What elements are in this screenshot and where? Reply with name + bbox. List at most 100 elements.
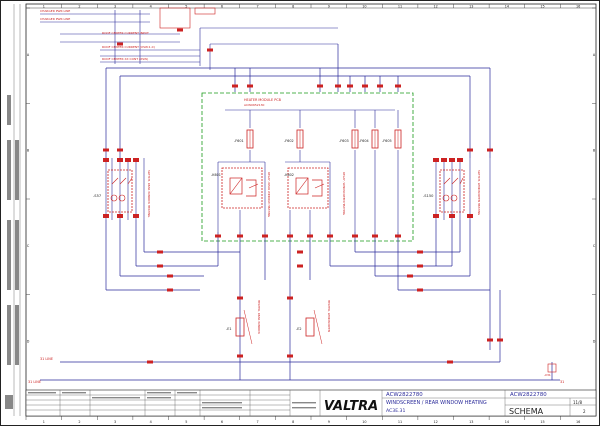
column-number-bottom: 6: [221, 420, 223, 424]
column-number-top: 15: [540, 5, 544, 9]
fuses: -F601 -F602 -F603-F604 -F605: [234, 129, 402, 149]
doc-number: ACW2822780: [386, 392, 423, 398]
lower-distribution-wires: [40, 220, 560, 381]
column-number-top: 13: [469, 5, 473, 9]
row-letter-right: A: [593, 53, 596, 57]
svg-text:-X31: -X31: [544, 373, 551, 377]
relay-k602-caption: RELAY, WINDSCREEN HEATING: [342, 172, 346, 215]
column-number-top: 5: [185, 5, 187, 9]
pin-marker: [237, 296, 243, 300]
column-number-bottom: 15: [540, 420, 544, 424]
valtra-logo: VALTRA: [324, 399, 378, 414]
heater-module-box: [201, 92, 414, 242]
pin-marker: [317, 84, 323, 88]
column-number-bottom: 5: [185, 420, 187, 424]
heater-e2-label: -E2: [296, 327, 302, 331]
doc-title: WINDSCREEN / REAR WINDOW HEATING: [386, 400, 487, 406]
connector-pin-markers: [103, 28, 503, 364]
column-number-bottom: 4: [150, 420, 152, 424]
pin-marker: [362, 84, 368, 88]
fuse-f604: -F604: [359, 129, 379, 149]
pin-marker: [407, 274, 413, 278]
column-number-bottom: 7: [256, 420, 258, 424]
column-number-bottom: 13: [469, 420, 473, 424]
row-letter-left: A: [27, 53, 30, 57]
fuse-label: -F605: [382, 139, 392, 143]
switch-s57-label: -S57: [93, 194, 101, 198]
column-number-bottom: 12: [434, 420, 438, 424]
column-number-top: 2: [78, 5, 80, 9]
heater-e1: -E1 HEATER, REAR WINDOW: [226, 300, 261, 345]
fuse-f603: -F603: [339, 129, 359, 149]
switch-s150: -S150 SWITCH, WINDSCREEN HEATING: [423, 158, 491, 220]
column-number-top: 7: [256, 5, 258, 9]
pin-marker: [287, 296, 293, 300]
heater-e2: -E2 HEATER, WINDSCREEN: [296, 300, 331, 345]
heater-module-title: HEATER MODULE PCB: [244, 98, 282, 102]
fuse-label: -F604: [359, 139, 369, 143]
top-left-label-4: ROOF CENTER CURRENT (XSW:1.0): [102, 45, 155, 49]
fuse-label: -F602: [284, 139, 294, 143]
top-left-label-1: CHARGER PWR LINE: [40, 9, 70, 13]
column-number-top: 11: [398, 5, 402, 9]
pin-marker: [117, 148, 123, 152]
relay-k601: -K601 RELAY, REAR WINDOW HEATING: [211, 167, 271, 217]
column-number-top: 14: [505, 5, 509, 9]
pin-marker: [377, 84, 383, 88]
pin-marker: [167, 288, 173, 292]
rail-left-label: 31 LINE: [40, 357, 53, 361]
pin-marker: [417, 264, 423, 268]
pin-marker: [147, 360, 153, 364]
fuse-f602: -F602: [284, 129, 304, 149]
row-letter-right: C: [593, 244, 596, 248]
switch-s150-label: -S150: [423, 194, 434, 198]
pin-marker: [287, 234, 293, 238]
pin-marker: [467, 148, 473, 152]
pin-marker: [117, 42, 123, 46]
pin-marker: [237, 234, 243, 238]
heater-e1-caption: HEATER, REAR WINDOW: [257, 300, 261, 334]
pin-marker: [372, 234, 378, 238]
heater-e1-label: -E1: [226, 327, 232, 331]
column-number-bottom: 14: [505, 420, 509, 424]
switch-s150-caption: SWITCH, WINDSCREEN HEATING: [477, 170, 481, 215]
column-number-top: 9: [328, 5, 330, 9]
heater-module-part: ACW0652130: [244, 103, 265, 107]
title-block: VALTRA ACW2822780 WINDSCREEN / REAR WIND…: [25, 389, 597, 417]
pin-marker: [417, 288, 423, 292]
ground-symbol: -X31: [544, 363, 557, 377]
pin-marker: [262, 234, 268, 238]
pin-marker: [215, 234, 221, 238]
row-letter-left: D: [27, 339, 30, 343]
column-number-top: 8: [292, 5, 294, 9]
pin-marker: [297, 264, 303, 268]
column-number-top: 16: [576, 5, 580, 9]
column-number-top: 10: [362, 5, 366, 9]
relay-k601-label: -K601: [211, 173, 221, 177]
switch-s57-caption: SWITCH, REAR WINDOW HEATING: [147, 170, 151, 217]
top-left-connector-block: [40, 7, 338, 70]
top-left-labels: CHARGER PWR LINE CHARGER PWR LINE ROOF C…: [40, 9, 155, 61]
pin-marker: [395, 84, 401, 88]
fuse-f601: -F601: [234, 129, 254, 149]
module-internal-wires: [217, 109, 399, 232]
column-ruler: 1122334455667788991010111112121313141415…: [25, 4, 596, 424]
top-left-label-3: ROOF CENTER CURRENT INPUT: [102, 31, 149, 35]
pin-marker: [352, 234, 358, 238]
pin-marker: [287, 354, 293, 358]
pin-marker: [335, 84, 341, 88]
row-letter-left: B: [27, 148, 30, 152]
pin-marker: [247, 84, 253, 88]
pin-marker: [307, 234, 313, 238]
column-number-top: 4: [150, 5, 152, 9]
pin-marker: [157, 264, 163, 268]
doc-code: AC3E.31: [386, 408, 405, 414]
relay-k602-label: -K602: [284, 173, 294, 177]
doc-type: SCHEMA: [509, 407, 544, 416]
pin-marker: [417, 250, 423, 254]
pin-marker: [167, 274, 173, 278]
column-number-bottom: 8: [292, 420, 294, 424]
column-number-bottom: 10: [362, 420, 366, 424]
row-letter-left: C: [27, 244, 30, 248]
